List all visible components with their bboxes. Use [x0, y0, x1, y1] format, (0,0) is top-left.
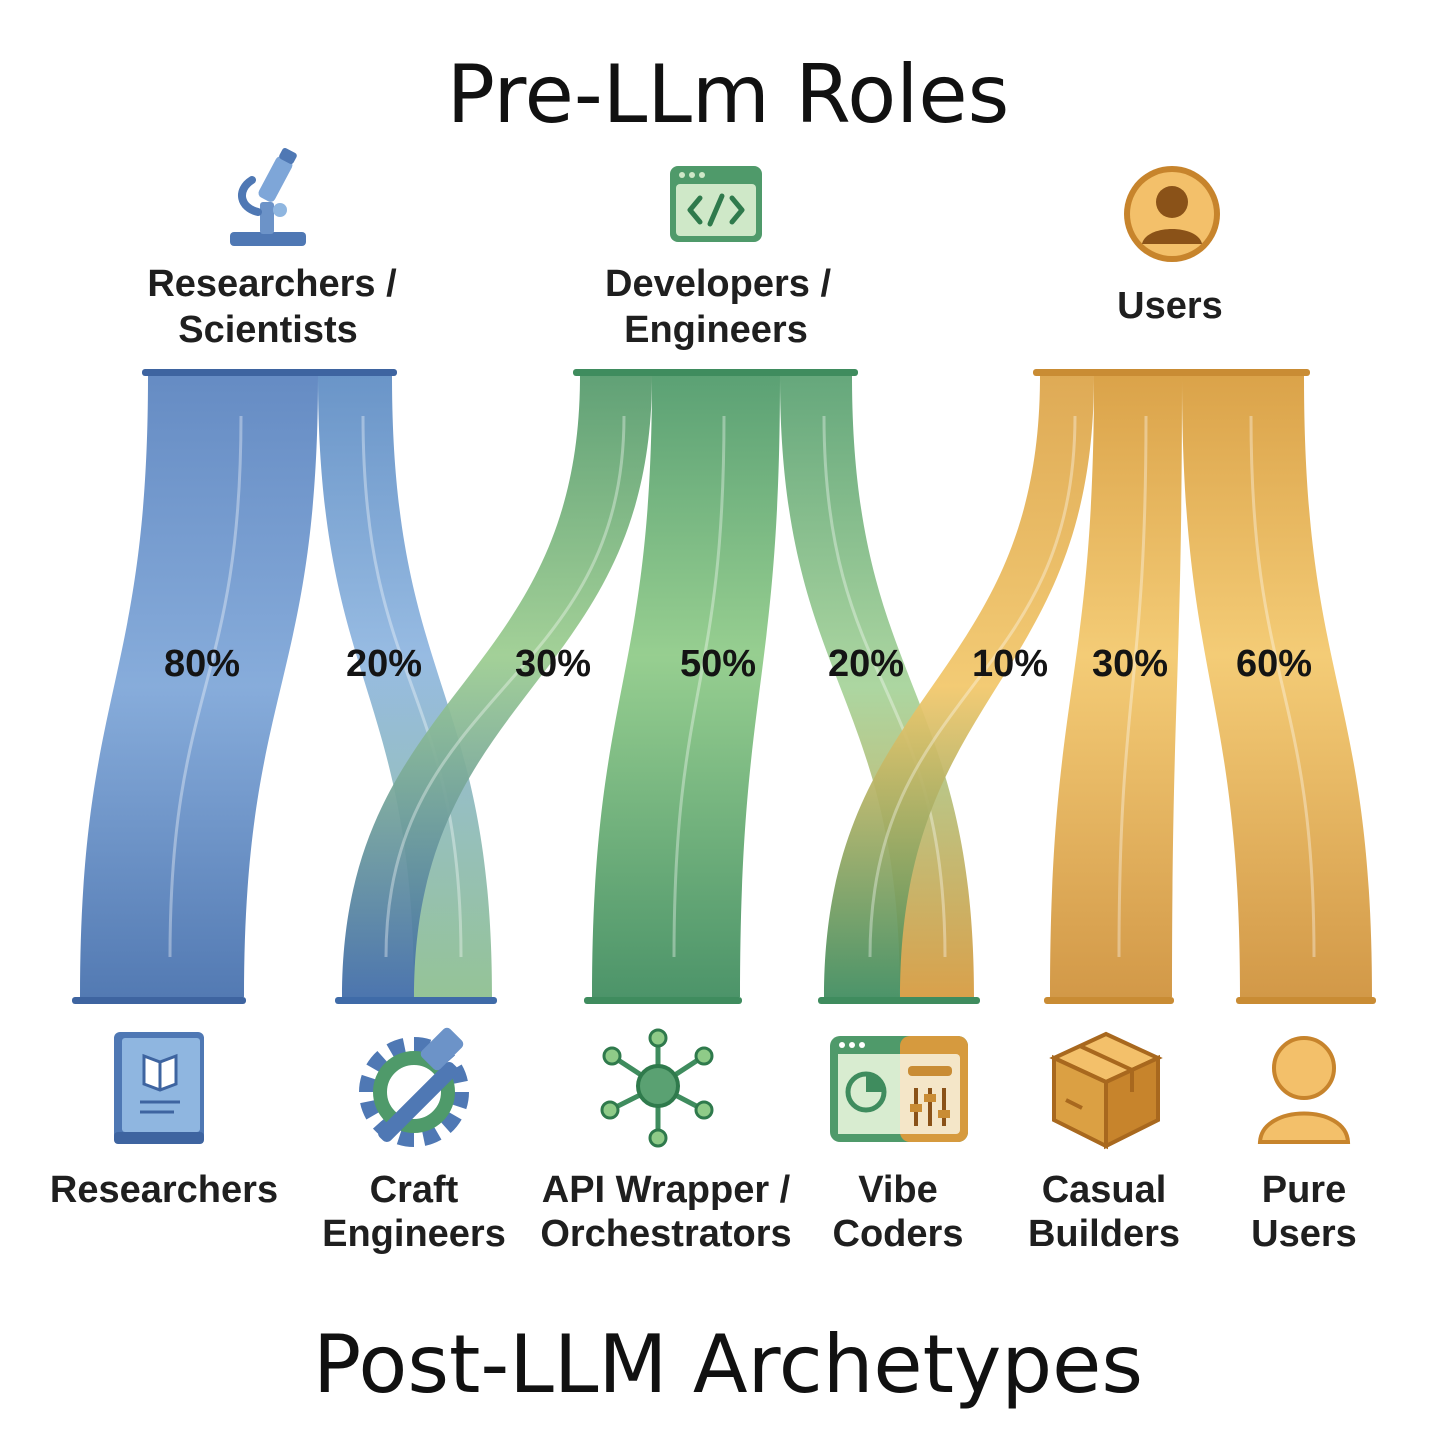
flow-highlight — [822, 415, 947, 958]
target-label-vibe-line1: Vibe — [858, 1169, 938, 1211]
microscope-icon — [230, 148, 306, 246]
user-circle-icon — [1124, 166, 1220, 262]
flow-users-to-vibe — [824, 376, 1094, 997]
target-label-api-line2: Orchestrators — [540, 1213, 791, 1255]
dashboard-icon — [830, 1036, 968, 1142]
source-label-developers-line2: Engineers — [624, 309, 808, 351]
source-bar-users — [1033, 369, 1310, 376]
flow-ribbons — [80, 376, 1372, 997]
target-label-researchers: Researchers — [50, 1169, 278, 1211]
target-label-pure-line1: Pure — [1262, 1169, 1346, 1211]
source-bar-developers — [573, 369, 858, 376]
title-bottom: Post-LLM Archetypes — [313, 1318, 1143, 1411]
flow-label-developers-to-craft: 30% — [515, 643, 591, 685]
person-icon — [1257, 1036, 1351, 1144]
target-label-craft-line1: Craft — [370, 1169, 459, 1211]
code-window-icon — [670, 166, 762, 242]
target-label-casual-line1: Casual — [1042, 1169, 1167, 1211]
gear-hammer-icon — [359, 1027, 469, 1147]
source-label-researchers-line2: Scientists — [178, 309, 358, 351]
target-label-craft-line2: Engineers — [322, 1213, 506, 1255]
box-icon — [1049, 1031, 1163, 1150]
flow-users-to-casual — [1050, 376, 1182, 997]
network-icon — [600, 1028, 714, 1148]
flow-label-users-to-casual: 30% — [1092, 643, 1168, 685]
target-bar-pure — [1236, 997, 1376, 1004]
flow-highlight — [384, 415, 626, 958]
source-label-researchers-line1: Researchers / — [147, 263, 397, 305]
flow-label-developers-to-vibe: 20% — [828, 643, 904, 685]
flow-developers-to-craft — [342, 376, 652, 997]
target-bar-api — [584, 997, 742, 1004]
book-icon — [114, 1032, 204, 1144]
target-bar-casual — [1044, 997, 1174, 1004]
title-top: Pre-LLm Roles — [447, 48, 1010, 141]
target-label-vibe-line2: Coders — [833, 1213, 964, 1255]
flow-label-researchers-to-researchers-t: 80% — [164, 643, 240, 685]
flow-developers-to-api — [592, 376, 780, 997]
flow-labels: 80% 20% 30% 50% 20% 10% 30% 60% — [164, 643, 1312, 685]
source-label-users: Users — [1117, 285, 1223, 327]
source-bar-researchers — [142, 369, 397, 376]
flow-highlight — [168, 415, 243, 958]
flow-label-users-to-vibe: 10% — [972, 643, 1048, 685]
flow-highlight — [672, 415, 726, 958]
flow-highlight — [1117, 415, 1148, 958]
target-labels: Researchers Craft Engineers API Wrapper … — [50, 1169, 1357, 1255]
flow-label-developers-to-api: 50% — [680, 643, 756, 685]
target-label-pure-line2: Users — [1251, 1213, 1357, 1255]
target-bar-researchers — [72, 997, 246, 1004]
flow-highlight — [1249, 415, 1316, 958]
source-labels: Researchers / Scientists Developers / En… — [147, 263, 1222, 351]
flow-users-to-pure — [1182, 376, 1372, 997]
source-label-developers-line1: Developers / — [605, 263, 831, 305]
flow-label-researchers-to-craft: 20% — [346, 643, 422, 685]
target-label-casual-line2: Builders — [1028, 1213, 1180, 1255]
flow-researchers-to-researchers-t — [80, 376, 318, 997]
flow-highlight — [361, 415, 463, 958]
flow-developers-to-vibe — [780, 376, 974, 997]
target-bar-craft — [335, 997, 497, 1004]
flow-researchers-to-craft — [318, 376, 492, 997]
flow-highlight — [868, 415, 1077, 958]
flow-label-users-to-pure: 60% — [1236, 643, 1312, 685]
target-bar-vibe — [818, 997, 980, 1004]
target-label-api-line1: API Wrapper / — [542, 1169, 791, 1211]
